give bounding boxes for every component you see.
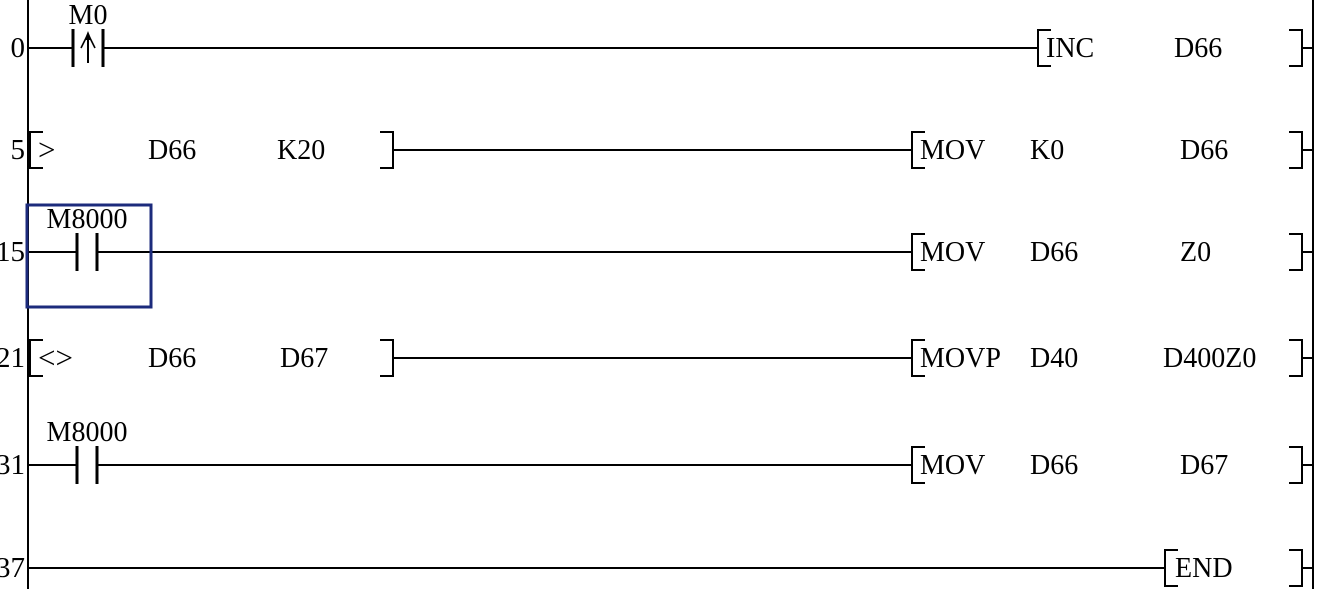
instruction-operand: D66 (1030, 237, 1078, 268)
selection-cursor (25, 203, 153, 309)
compare-operator: <> (38, 340, 73, 375)
instruction-operand: D66 (1030, 450, 1078, 481)
contact-label: M8000 (47, 204, 128, 235)
step-number: 15 (0, 236, 25, 268)
close-bracket (1289, 549, 1303, 587)
contact-label: M8000 (47, 417, 128, 448)
close-bracket (380, 131, 394, 169)
instruction-operand: Z0 (1180, 237, 1211, 268)
open-bracket (29, 339, 43, 377)
instruction-block[interactable]: MOV D66 D67 (911, 446, 1313, 484)
instruction-operand: D66 (1174, 33, 1222, 64)
open-bracket (911, 339, 925, 377)
compare-block[interactable]: > D66 K20 (28, 131, 394, 169)
compare-operator: > (38, 132, 55, 167)
close-bracket (1289, 29, 1303, 67)
instruction-operand: D66 (1180, 135, 1228, 166)
instruction-opcode: INC (1046, 33, 1094, 64)
step-number: 5 (11, 134, 26, 166)
instruction-operand: D40 (1030, 343, 1078, 374)
instruction-opcode: MOVP (920, 343, 1001, 374)
close-bracket (380, 339, 394, 377)
instruction-block[interactable]: END (1164, 549, 1313, 587)
rising-edge-icon (84, 31, 92, 40)
instruction-block[interactable]: INC D66 (1037, 29, 1313, 67)
rung-21: 21 <> D66 D67 MOVP D40 D400Z0 (0, 339, 1313, 377)
open-bracket (29, 131, 43, 169)
step-number: 21 (0, 342, 25, 374)
instruction-block[interactable]: MOVP D40 D400Z0 (911, 339, 1313, 377)
close-bracket (1289, 233, 1303, 271)
compare-operand: D66 (148, 343, 196, 374)
compare-operand: D67 (280, 343, 328, 374)
contact-M8000[interactable]: M8000 (28, 417, 127, 484)
close-bracket (1289, 339, 1303, 377)
instruction-operand: D400Z0 (1163, 343, 1256, 374)
step-number: 31 (0, 449, 25, 481)
open-bracket (1037, 29, 1051, 67)
close-bracket (1289, 446, 1303, 484)
open-bracket (1164, 549, 1178, 587)
instruction-opcode: MOV (920, 450, 985, 481)
instruction-opcode: MOV (920, 237, 985, 268)
instruction-operand: K0 (1030, 135, 1064, 166)
step-number: 37 (0, 552, 25, 584)
instruction-opcode: END (1175, 553, 1233, 584)
open-bracket (911, 131, 925, 169)
instruction-opcode: MOV (920, 135, 985, 166)
open-bracket (911, 446, 925, 484)
compare-block[interactable]: <> D66 D67 (28, 339, 394, 377)
instruction-block[interactable]: MOV K0 D66 (911, 131, 1313, 169)
step-number: 0 (11, 32, 26, 64)
contact-M0[interactable]: M0 (28, 0, 107, 67)
close-bracket (1289, 131, 1303, 169)
contact-label: M0 (69, 0, 108, 31)
rung-37: 37 END (0, 549, 1313, 587)
contact-M8000[interactable]: M8000 (28, 204, 127, 271)
rung-5: 5 > D66 K20 MOV K0 D66 (11, 131, 1313, 169)
compare-operand: D66 (148, 135, 196, 166)
instruction-block[interactable]: MOV D66 Z0 (911, 233, 1313, 271)
compare-operand: K20 (277, 135, 325, 166)
instruction-operand: D67 (1180, 450, 1228, 481)
open-bracket (911, 233, 925, 271)
